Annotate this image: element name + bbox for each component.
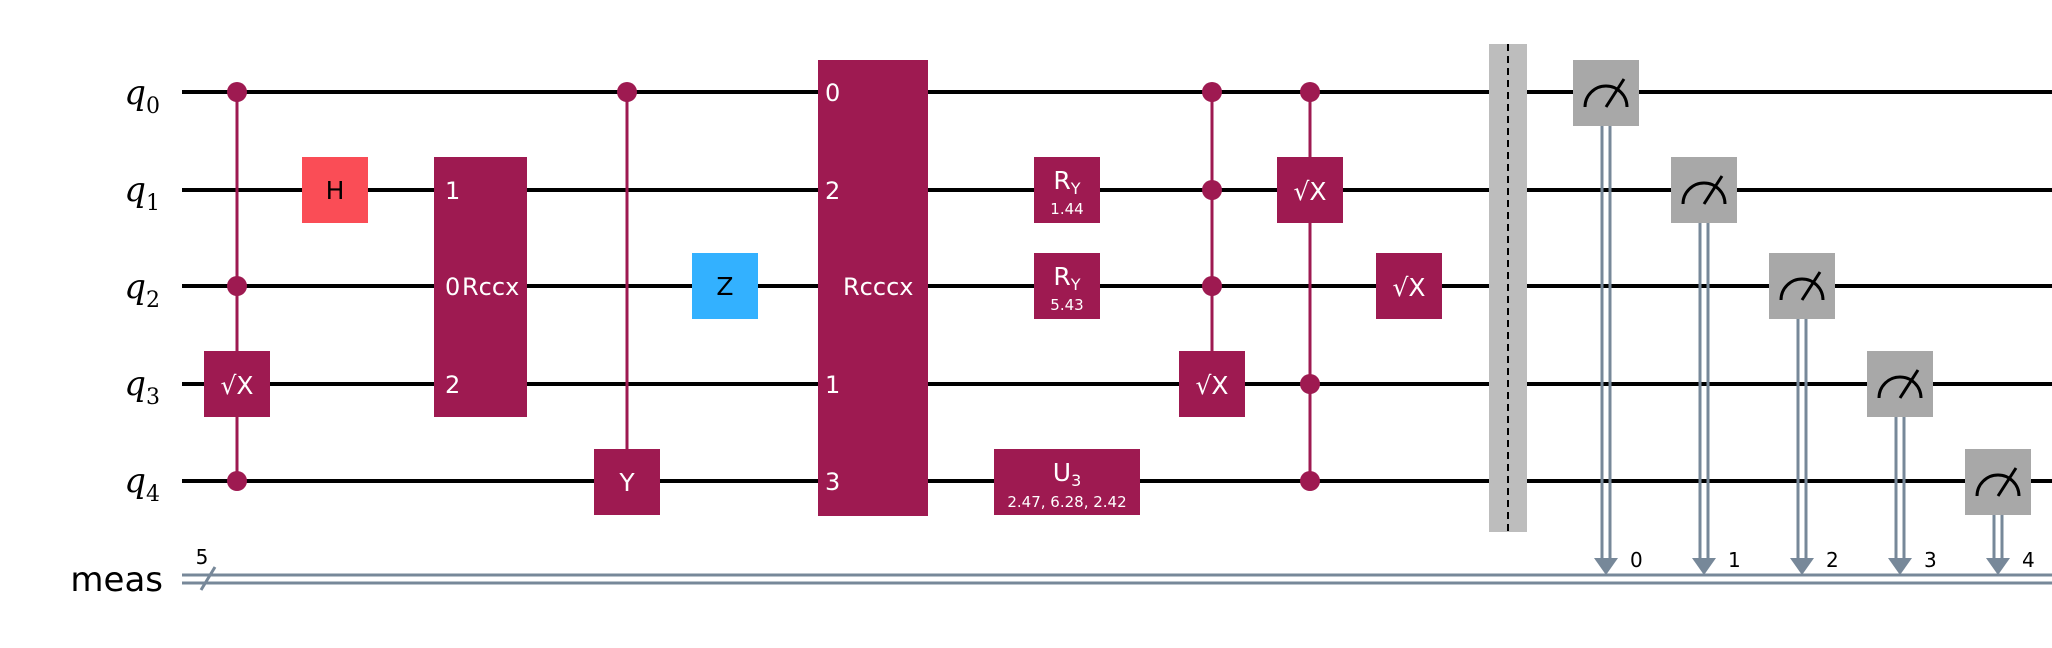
meter-arc: [1877, 375, 1923, 399]
control-dot: [1300, 374, 1320, 394]
multi-controlled-sqrt-x-gate-2: √X: [1277, 82, 1343, 491]
ry-gate-q2: RY 5.43: [1034, 253, 1100, 319]
ry-gate-q1: RY 1.44: [1034, 157, 1100, 223]
measurement-q4: 4: [1965, 449, 2035, 575]
gauge-meter-icon: [1965, 449, 2031, 515]
measurement-q3: 3: [1867, 351, 1937, 575]
meter-needle: [1800, 271, 1822, 301]
pin-label: 1: [825, 371, 840, 399]
control-dot: [1202, 276, 1222, 296]
gate-label: Rccx: [462, 273, 519, 301]
barrier: [1489, 44, 1527, 532]
gate-label: √X: [1195, 371, 1228, 400]
bus-slash-icon: [199, 566, 217, 591]
gate-label: H: [326, 176, 345, 205]
measure-bit-label: 2: [1826, 548, 1839, 572]
arrow-down-icon: [1594, 558, 1618, 575]
measure-bit-label: 1: [1728, 548, 1741, 572]
rccx-gate: 1 0 Rccx 2: [434, 157, 527, 417]
gate-box: [1376, 253, 1442, 319]
gate-parameter: 1.44: [1050, 200, 1083, 218]
gate-label: Rcccx: [843, 273, 913, 301]
classical-register: 5: [182, 545, 2052, 591]
pin-label: 2: [445, 371, 460, 399]
hadamard-gate: H: [302, 157, 368, 223]
classical-register-label: meas: [70, 560, 163, 600]
control-dot: [227, 276, 247, 296]
meter-arc: [1779, 277, 1825, 301]
gate-box: [1179, 351, 1245, 417]
gate-label: √X: [220, 371, 253, 400]
qubit-label-q2: q2: [124, 267, 160, 313]
arrow-down-icon: [1790, 558, 1814, 575]
meter-arc: [1975, 473, 2021, 497]
arrow-down-icon: [1888, 558, 1912, 575]
gate-label: U3: [1053, 458, 1082, 490]
control-dot: [1300, 471, 1320, 491]
meter-needle: [1604, 78, 1626, 108]
bus-width-label: 5: [196, 545, 209, 569]
meter-needle: [1702, 175, 1724, 205]
gauge-meter-icon: [1573, 60, 1639, 126]
control-dot: [1202, 82, 1222, 102]
pin-label: 0: [445, 273, 460, 301]
measurement-q2: 2: [1769, 253, 1839, 575]
gate-label: √X: [1392, 273, 1425, 302]
gate-label: RY: [1053, 262, 1080, 294]
gauge-meter-icon: [1769, 253, 1835, 319]
measurement-q1: 1: [1671, 157, 1741, 575]
gate-box: [1034, 253, 1100, 319]
meter-arc: [1681, 181, 1727, 205]
arrow-down-icon: [1986, 558, 2010, 575]
multi-controlled-sqrt-x-gate-1: √X: [1179, 82, 1245, 417]
rcccx-gate: 0 2 Rcccx 1 3: [818, 60, 928, 516]
meter-needle: [1996, 467, 2018, 497]
control-dot: [617, 82, 637, 102]
gauge-meter-icon: [1867, 351, 1933, 417]
gate-box: [594, 449, 660, 515]
qubit-label-q1: q1: [124, 170, 160, 216]
gate-box: [204, 351, 270, 417]
pin-label: 2: [825, 177, 840, 205]
gate-box: [1277, 157, 1343, 223]
gate-label: RY: [1053, 166, 1080, 198]
meter-needle: [1898, 369, 1920, 399]
u3-gate: U3 2.47, 6.28, 2.42: [994, 449, 1140, 515]
gate-label: Y: [618, 468, 635, 497]
controlled-sqrt-x-gate-1: √X: [204, 82, 270, 491]
control-dot: [227, 471, 247, 491]
gauge-meter-icon: [1671, 157, 1737, 223]
control-dot: [1202, 180, 1222, 200]
gate-box: [1034, 157, 1100, 223]
gate-parameter: 2.47, 6.28, 2.42: [1007, 493, 1126, 511]
measure-bit-label: 3: [1924, 548, 1937, 572]
gate-box: [692, 253, 758, 319]
controlled-y-gate: Y: [594, 82, 660, 515]
arrow-down-icon: [1692, 558, 1716, 575]
qubit-labels: q0 q1 q2 q3 q4 meas: [70, 73, 163, 600]
gate-box: [434, 157, 527, 417]
qubit-label-q3: q3: [124, 364, 160, 410]
measure-bit-label: 4: [2022, 548, 2035, 572]
qubit-label-q0: q0: [124, 73, 160, 119]
pin-label: 3: [825, 468, 840, 496]
gate-label: √X: [1293, 177, 1326, 206]
z-gate: Z: [692, 253, 758, 319]
measurement-q0: 0: [1573, 60, 1643, 575]
control-dot: [1300, 82, 1320, 102]
gate-label: Z: [716, 272, 733, 301]
gate-parameter: 5.43: [1050, 296, 1083, 314]
qubit-label-q4: q4: [124, 461, 160, 507]
sqrt-x-gate: √X: [1376, 253, 1442, 319]
gate-box: [994, 449, 1140, 515]
meter-arc: [1583, 84, 1629, 108]
gate-box: [302, 157, 368, 223]
control-dot: [227, 82, 247, 102]
gate-box: [818, 60, 928, 516]
pin-label: 0: [825, 79, 840, 107]
measure-bit-label: 0: [1630, 548, 1643, 572]
pin-label: 1: [445, 177, 460, 205]
